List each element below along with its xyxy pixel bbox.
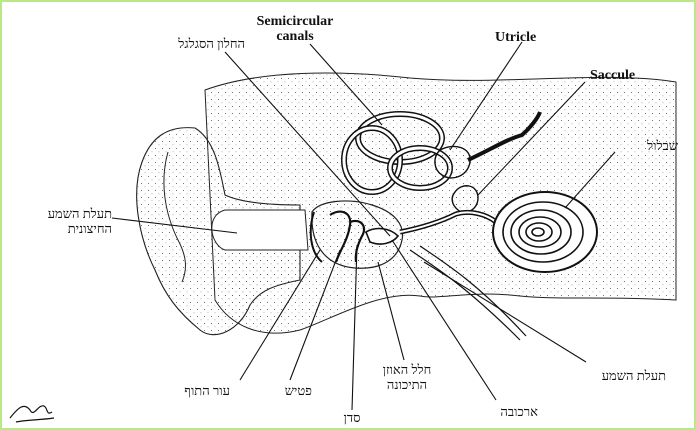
outer-ear-fold xyxy=(163,151,186,283)
ossicle-anvil xyxy=(349,219,366,263)
label-ear-canal-line1: תעלת השמע xyxy=(47,206,112,221)
endolymphatic-duct xyxy=(467,111,542,162)
leader-anvil xyxy=(351,244,358,411)
ossicle-stirrup xyxy=(365,227,400,245)
leader-auditory-nerve xyxy=(423,261,587,363)
leader-eardrum xyxy=(239,249,321,381)
label-stirrup: ארכובה xyxy=(500,404,538,419)
leader-middle-ear xyxy=(377,261,405,361)
leader-semicircular xyxy=(309,43,383,126)
label-semicircular-canals: Semicircular canals xyxy=(250,14,340,44)
leader-utricle xyxy=(449,41,523,151)
signature-icon xyxy=(9,405,55,423)
label-anvil: סדן xyxy=(343,410,361,425)
cochlea-spiral xyxy=(492,191,598,273)
label-semicircular-line1: Semicircular xyxy=(256,14,334,29)
leader-saccule xyxy=(477,81,586,196)
label-middle-ear: חלל האוזן התיכונה xyxy=(372,362,442,392)
auditory-nerve xyxy=(409,249,521,341)
label-cochlea: שבלול xyxy=(647,138,678,153)
leader-hammer xyxy=(289,249,341,381)
label-middle-ear-line2: התיכונה xyxy=(386,377,428,392)
leader-lines xyxy=(111,41,616,411)
label-hammer: פטיש xyxy=(284,383,312,398)
label-auditory-nerve: תעלת השמע xyxy=(601,368,666,383)
eardrum-shape xyxy=(309,211,323,263)
label-oval-window: החלון הסגלגל xyxy=(178,36,245,51)
label-saccule: Saccule xyxy=(590,68,636,83)
ossicle-hammer xyxy=(329,210,352,263)
leader-cochlea xyxy=(564,151,616,209)
label-ear-canal: תעלת השמע החיצונית xyxy=(12,206,112,236)
temporal-bone xyxy=(204,72,677,334)
utricle-shape xyxy=(434,145,471,179)
leader-stirrup xyxy=(391,239,497,401)
leader-ear-canal xyxy=(111,217,238,234)
label-middle-ear-line1: חלל האוזן xyxy=(382,362,432,377)
label-utricle: Utricle xyxy=(495,30,537,45)
label-ear-canal-line2: החיצונית xyxy=(67,221,112,236)
saccule-shape xyxy=(451,185,479,214)
label-semicircular-line2: canals xyxy=(276,29,314,44)
leader-oval-window xyxy=(224,51,391,237)
ear-canal xyxy=(211,209,309,251)
label-eardrum: עור התוף xyxy=(184,383,230,398)
middle-ear-cavity xyxy=(311,200,404,269)
